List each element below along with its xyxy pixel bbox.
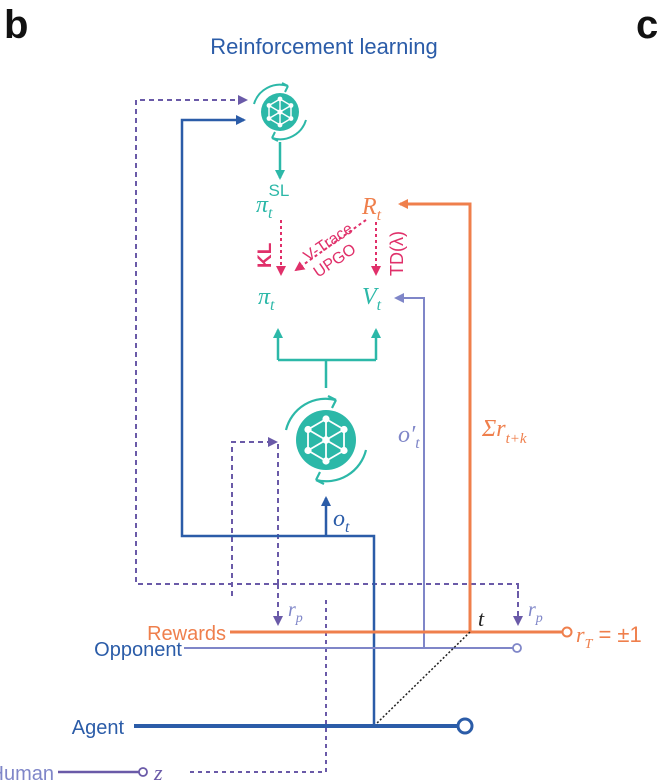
time-marker-dotted — [373, 631, 471, 727]
human-timeline-label: Human — [0, 763, 54, 781]
opponent-timeline-label: Opponent — [94, 639, 182, 661]
agent-timeline-label: Agent — [72, 717, 125, 739]
td-lambda-label: TD(λ) — [387, 231, 407, 276]
policy-sl-label: πtSL — [256, 181, 289, 222]
rewards-return-line — [398, 199, 472, 632]
vtrace-upgo-arrow — [294, 219, 367, 272]
human-statistic-label: z — [153, 760, 163, 781]
kl-label: KL — [255, 242, 276, 268]
top-network-icon — [253, 82, 307, 142]
agent-observation-label: ot — [333, 506, 350, 536]
dashed-human-to-network — [190, 596, 327, 773]
dashed-to-bottom-network — [231, 437, 278, 596]
opponent-observation-line — [394, 293, 425, 648]
diagram-title: Reinforcement learning — [210, 34, 437, 59]
policy-label: πt — [258, 284, 275, 314]
agent-timeline-end — [456, 717, 474, 735]
next-panel-letter: c — [636, 3, 658, 47]
pseudo-reward-right-label: rp — [528, 599, 543, 626]
bottom-network-icon — [284, 395, 368, 485]
opponent-observation-label: o′t — [398, 422, 420, 452]
value-label: Vt — [362, 284, 382, 314]
opponent-timeline-end — [512, 643, 522, 653]
final-reward-label: rT = ±1 — [576, 622, 642, 652]
agent-loop-line — [180, 115, 376, 726]
dashed-feedback-inner — [277, 441, 280, 584]
return-label: Rt — [361, 194, 382, 224]
panel-letter: b — [4, 3, 28, 47]
rewards-timeline-end — [561, 626, 573, 638]
pseudo-reward-left-label: rp — [288, 599, 303, 626]
rewards-timeline-label: Rewards — [147, 623, 226, 645]
discounted-reward-label: Σrt+k — [481, 416, 527, 447]
time-marker-label: t — [478, 606, 485, 631]
human-timeline-end — [138, 767, 148, 777]
